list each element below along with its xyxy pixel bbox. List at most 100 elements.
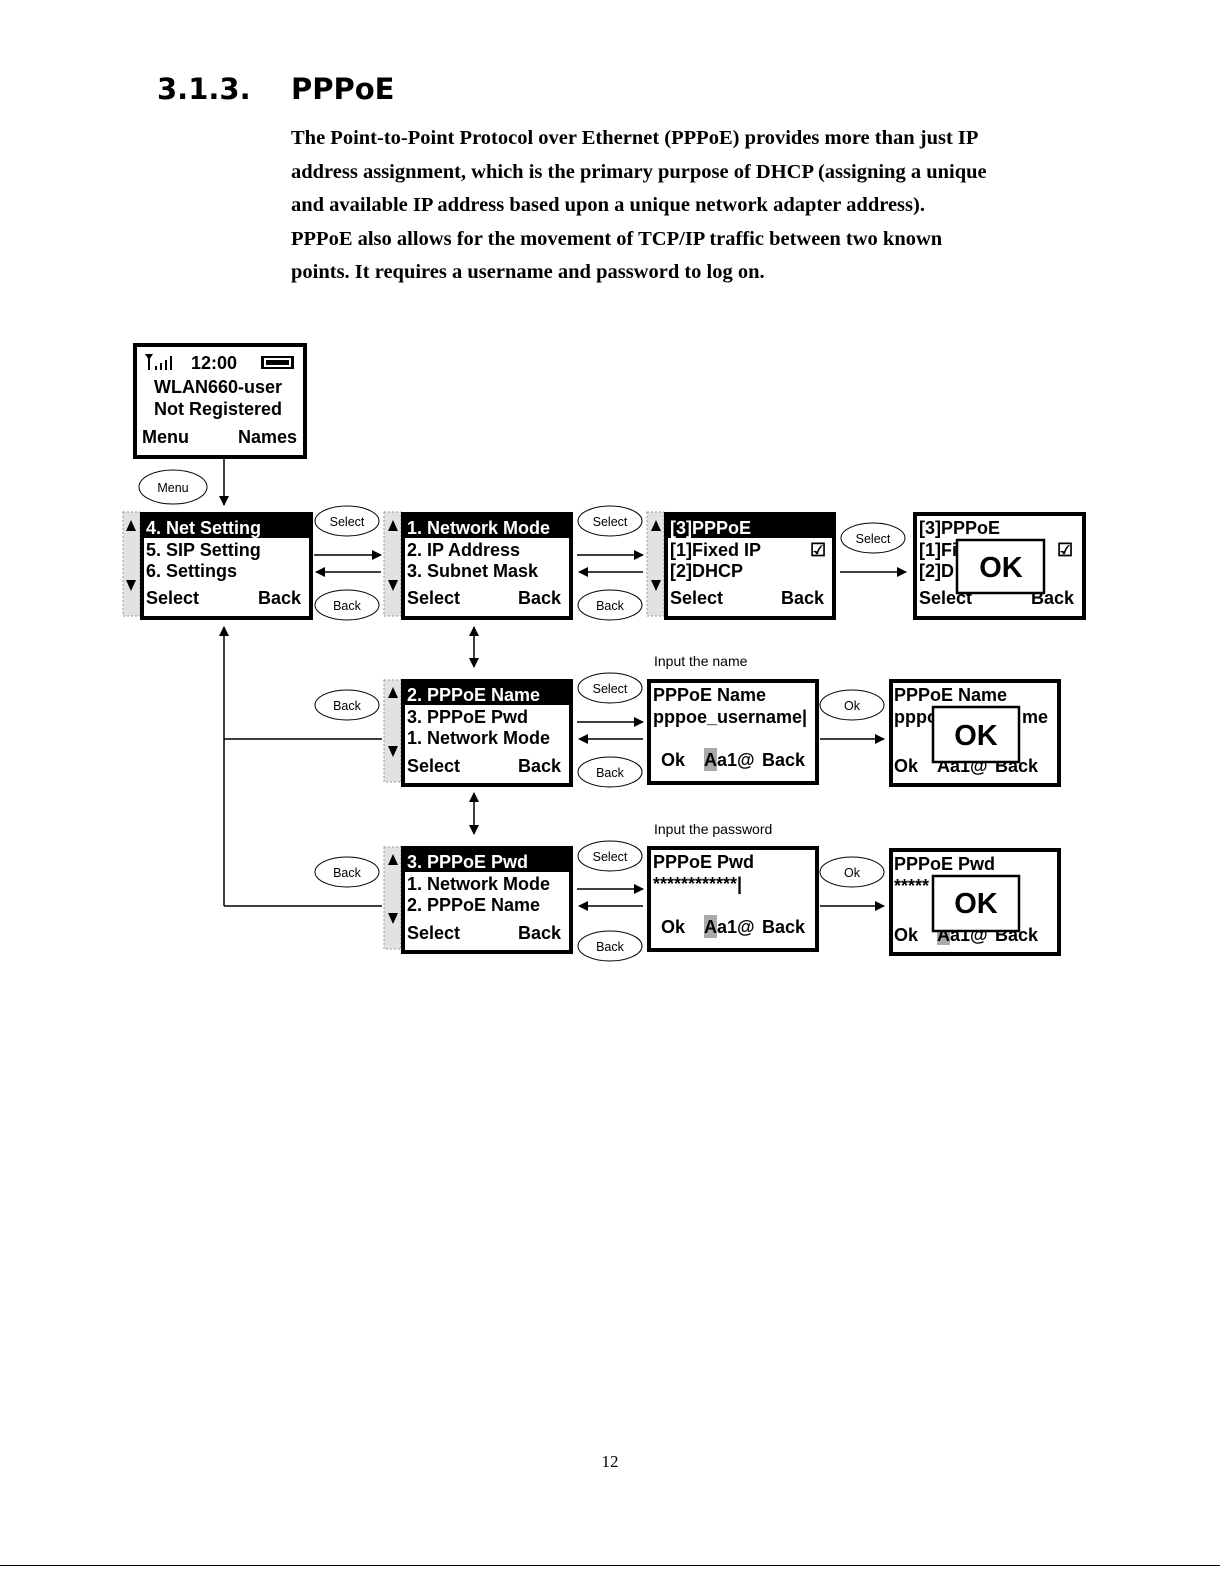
menu-item-network-mode[interactable]: 1. Network Mode [407, 518, 550, 538]
mode-item-fixed-ip: [1]Fi [919, 540, 957, 560]
input-title: PPPoE Name [653, 685, 766, 705]
scroll-down-icon [388, 746, 398, 757]
scroll-up-icon [651, 520, 661, 531]
back-key-button[interactable]: Back [314, 856, 380, 888]
select-key-button[interactable]: Select [577, 840, 643, 872]
mode-item-pppoe: [3]PPPoE [919, 518, 1000, 538]
softkey-back[interactable]: Back [781, 588, 825, 608]
select-key-label: Select [593, 850, 628, 864]
softkey-back[interactable]: Back [518, 923, 562, 943]
menu-item-settings[interactable]: 6. Settings [146, 561, 237, 581]
scroll-up-icon [388, 687, 398, 698]
softkey-back[interactable]: Back [258, 588, 302, 608]
menu-key-label: Menu [157, 481, 188, 495]
ok-key-button[interactable]: Ok [819, 856, 885, 888]
softkey-select[interactable]: Select [670, 588, 723, 608]
username-value-left: pppo [894, 707, 938, 727]
pppoe-pwd-input-screen: PPPoE Pwd ************| Ok A a1@ Back [647, 846, 819, 952]
scroll-up-icon [388, 854, 398, 865]
softkey-select[interactable]: Select [146, 588, 199, 608]
paragraph-line: and available IP address based upon a un… [291, 194, 925, 216]
menu-item-subnet-mask[interactable]: 3. Subnet Mask [407, 561, 539, 581]
softkey-ok[interactable]: Ok [894, 925, 919, 945]
menu-item-sip-setting[interactable]: 5. SIP Setting [146, 540, 261, 560]
ok-key-label: Ok [844, 866, 861, 880]
password-value-left: ***** [894, 876, 929, 896]
clock-text: 12:00 [191, 353, 237, 373]
ok-popup [931, 705, 1021, 764]
input-mode-rest[interactable]: a1@ [717, 750, 755, 770]
intro-paragraph: The Point-to-Point Protocol over Etherne… [291, 122, 1091, 290]
scroll-up-icon [126, 520, 136, 531]
pppoe-name-confirm-screen: PPPoE Name pppo me Ok Aa1@ Back OK [889, 679, 1061, 787]
idle-user-text: WLAN660-user [154, 377, 282, 397]
back-key-button[interactable]: Back [577, 756, 643, 788]
input-name-note: Input the name [654, 653, 748, 669]
mode-item-pppoe[interactable]: [3]PPPoE [670, 518, 751, 538]
menu-item-net-setting[interactable]: 4. Net Setting [146, 518, 261, 538]
main-menu-screen: 4. Net Setting 5. SIP Setting 6. Setting… [122, 511, 313, 620]
select-key-button[interactable]: Select [314, 505, 380, 537]
paragraph-line: address assignment, which is the primary… [291, 160, 987, 183]
page-number: 12 [601, 1452, 619, 1471]
softkey-back[interactable]: Back [518, 756, 562, 776]
back-key-button[interactable]: Back [577, 589, 643, 621]
checkbox-checked-icon: ☑ [1057, 540, 1073, 560]
input-password-note: Input the password [654, 821, 772, 837]
password-input[interactable]: ************| [653, 874, 742, 894]
select-key-button[interactable]: Select [577, 505, 643, 537]
scroll-down-icon [651, 580, 661, 591]
pppoe-pwd-confirm-screen: PPPoE Pwd ***** Ok Aa1@ Back OK [889, 848, 1061, 956]
input-mode-first[interactable]: A [704, 917, 717, 937]
menu-item-ip-address[interactable]: 2. IP Address [407, 540, 520, 560]
menu-item-pppoe-pwd[interactable]: 3. PPPoE Pwd [407, 707, 528, 727]
net-setting-menu-screen: 1. Network Mode 2. IP Address 3. Subnet … [383, 511, 573, 620]
menu-key-button[interactable]: Menu [138, 469, 208, 505]
mode-item-fixed-ip[interactable]: [1]Fixed IP [670, 540, 761, 560]
input-mode-cursor [704, 915, 717, 938]
softkey-ok[interactable]: Ok [661, 750, 686, 770]
input-title: PPPoE Pwd [894, 854, 995, 874]
input-mode-first[interactable]: A [704, 750, 717, 770]
softkey-menu[interactable]: Menu [142, 427, 189, 447]
signal-icon [145, 354, 172, 370]
menu-item-pppoe-pwd[interactable]: 3. PPPoE Pwd [407, 852, 528, 872]
idle-screen: 12:00 WLAN660-user Not Registered Menu N… [133, 343, 307, 459]
back-key-button[interactable]: Back [314, 689, 380, 721]
softkey-ok[interactable]: Ok [894, 756, 919, 776]
mode-item-dhcp[interactable]: [2]DHCP [670, 561, 743, 581]
back-key-label: Back [333, 699, 362, 713]
softkey-back[interactable]: Back [762, 750, 806, 770]
select-key-label: Select [856, 532, 891, 546]
input-mode-rest[interactable]: a1@ [717, 917, 755, 937]
bottom-divider [0, 1565, 1220, 1566]
softkey-select[interactable]: Select [407, 756, 460, 776]
select-key-button[interactable]: Select [840, 522, 906, 554]
mode-item-dhcp: [2]D [919, 561, 954, 581]
ok-popup [955, 538, 1046, 595]
menu-item-network-mode[interactable]: 1. Network Mode [407, 874, 550, 894]
select-key-label: Select [330, 515, 365, 529]
pppoe-name-menu-screen: 2. PPPoE Name 3. PPPoE Pwd 1. Network Mo… [383, 679, 573, 787]
username-input[interactable]: pppoe_username| [653, 707, 807, 727]
back-key-button[interactable]: Back [577, 930, 643, 962]
softkey-ok[interactable]: Ok [661, 917, 686, 937]
ok-key-button[interactable]: Ok [819, 689, 885, 721]
scroll-up-icon [388, 520, 398, 531]
pppoe-pwd-menu-screen: 3. PPPoE Pwd 1. Network Mode 2. PPPoE Na… [383, 846, 573, 954]
softkey-select[interactable]: Select [407, 923, 460, 943]
menu-item-pppoe-name[interactable]: 2. PPPoE Name [407, 895, 540, 915]
softkey-select[interactable]: Select [407, 588, 460, 608]
back-key-label: Back [333, 599, 362, 613]
softkey-back[interactable]: Back [762, 917, 806, 937]
softkey-back[interactable]: Back [518, 588, 562, 608]
back-key-button[interactable]: Back [314, 589, 380, 621]
mode-confirm-screen: [3]PPPoE [1]Fi ☑ [2]D Select Back OK [913, 512, 1086, 620]
menu-item-pppoe-name[interactable]: 2. PPPoE Name [407, 685, 540, 705]
select-key-button[interactable]: Select [577, 672, 643, 704]
back-key-label: Back [596, 766, 625, 780]
back-key-label: Back [596, 599, 625, 613]
ok-popup-text: OK [954, 888, 998, 920]
softkey-names[interactable]: Names [238, 427, 297, 447]
menu-item-network-mode[interactable]: 1. Network Mode [407, 728, 550, 748]
